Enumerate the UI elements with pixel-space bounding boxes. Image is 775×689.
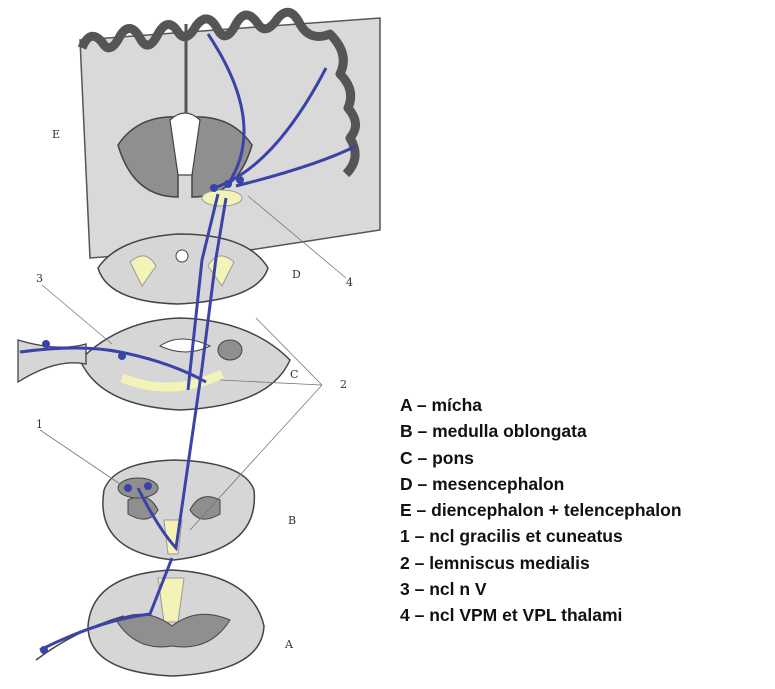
legend-item-4: 4 – ncl VPM et VPL thalami xyxy=(400,602,682,628)
section-a-spinal-cord xyxy=(36,570,264,676)
section-e-brain xyxy=(80,12,380,258)
legend-item-c: C – pons xyxy=(400,445,682,471)
aqueduct xyxy=(176,250,188,262)
thalamic-nucleus-vpm xyxy=(202,190,242,206)
neuron-trigeminal-ganglion xyxy=(42,340,50,348)
neuron-thalamus-3 xyxy=(236,176,244,184)
neuron-thalamus-2 xyxy=(224,180,232,188)
legend-item-1: 1 – ncl gracilis et cuneatus xyxy=(400,523,682,549)
region-label-b: B xyxy=(288,514,296,527)
neuron-gracilis xyxy=(124,484,132,492)
legend-item-b: B – medulla oblongata xyxy=(400,418,682,444)
trigeminal-nerve xyxy=(18,340,86,382)
number-label-2: 2 xyxy=(340,378,347,391)
legend-item-3: 3 – ncl n V xyxy=(400,576,682,602)
number-label-1: 1 xyxy=(36,418,43,431)
section-c-pons xyxy=(18,318,290,410)
legend: A – mícha B – medulla oblongata C – pons… xyxy=(400,392,682,629)
neuron-trigeminal-nucleus xyxy=(118,352,126,360)
legend-item-d: D – mesencephalon xyxy=(400,471,682,497)
number-label-3: 3 xyxy=(36,272,43,285)
section-b-medulla xyxy=(103,460,255,560)
neuron-thalamus-1 xyxy=(210,184,218,192)
region-label-a: A xyxy=(285,638,293,651)
number-label-4: 4 xyxy=(346,276,353,289)
neuron-spinal-ganglion xyxy=(40,646,48,654)
pons-outline xyxy=(80,318,290,410)
legend-item-2: 2 – lemniscus medialis xyxy=(400,550,682,576)
region-label-e: E xyxy=(52,128,60,141)
legend-item-e: E – diencephalon + telencephalon xyxy=(400,497,682,523)
region-label-d: D xyxy=(292,268,301,281)
leader-3 xyxy=(42,285,112,344)
trigeminal-nucleus-right xyxy=(218,340,242,360)
legend-item-a: A – mícha xyxy=(400,392,682,418)
region-label-c: C xyxy=(290,368,298,381)
leader-1 xyxy=(40,430,120,484)
neuron-cuneatus xyxy=(144,482,152,490)
